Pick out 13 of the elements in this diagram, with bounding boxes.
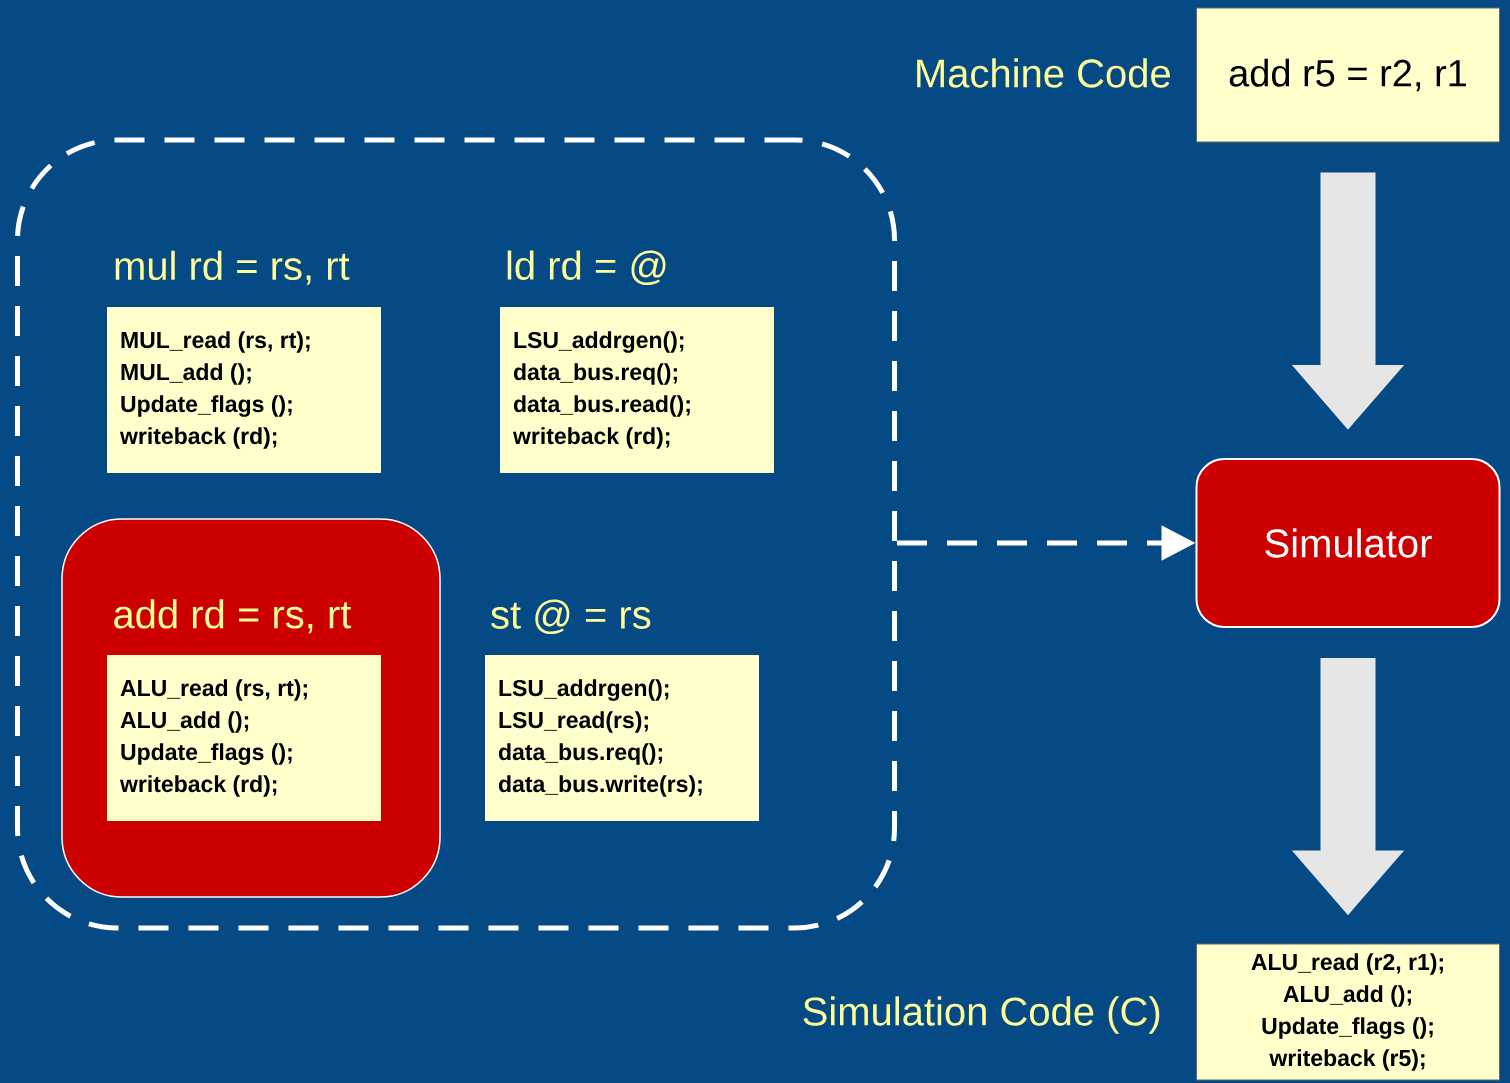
code-box: LSU_addrgen(); data_bus.req(); data_bus.read(); writeback (rd); <box>500 307 774 473</box>
code-box: ALU_read (rs, rt); ALU_add (); Update_flags (); writeback (rd); <box>107 655 381 821</box>
instruction-heading: st @ = rs <box>491 599 651 635</box>
code-box: add r5 = r2, r1 <box>1196 7 1500 143</box>
instruction-heading: mul rd = rs, rt <box>115 250 350 285</box>
box-label: Simulation Code (C) <box>803 996 1160 1034</box>
box-label: Machine Code <box>917 58 1170 88</box>
code-box: MUL_read (rs, rt); MUL_add (); Update_flags (); writeback (rd); <box>107 307 381 473</box>
code-box: ALU_read (r2, r1); ALU_add (); Update_flags (); writeback (r5); <box>1196 943 1500 1081</box>
code-box: LSU_addrgen(); LSU_read(rs); data_bus.req(); data_bus.write(rs); <box>485 655 759 821</box>
dashed-region <box>15 137 897 931</box>
instruction-heading: ld rd = @ <box>507 250 666 286</box>
simulator-box: Simulator <box>1195 458 1501 628</box>
